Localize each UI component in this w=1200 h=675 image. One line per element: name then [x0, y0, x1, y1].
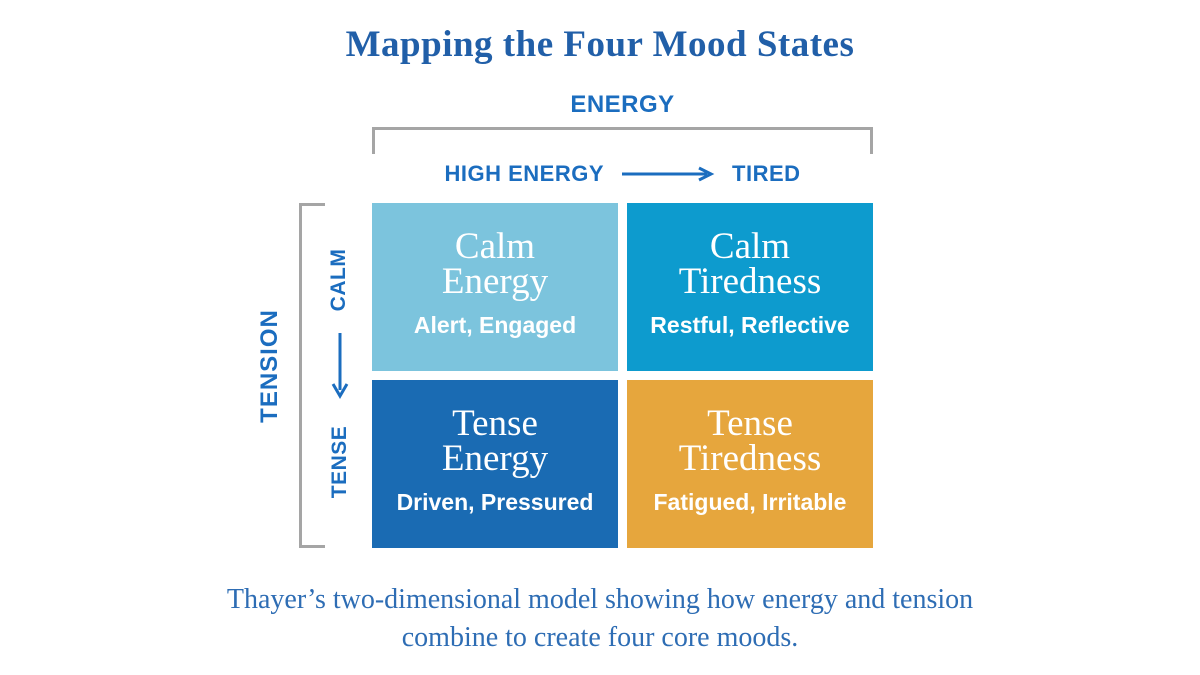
energy-axis-left-label: HIGH ENERGY [444, 161, 605, 186]
quadrant-calm-tiredness: Calm Tiredness Restful, Reflective [627, 203, 873, 371]
mood-quadrant-grid: Calm Energy Alert, Engaged Calm Tirednes… [372, 203, 873, 548]
tension-axis-bracket [299, 203, 325, 548]
energy-axis-right-label: TIRED [732, 161, 801, 186]
energy-axis-title: ENERGY [570, 91, 675, 118]
caption-line-1: Thayer’s two-dimensional model showing h… [226, 584, 974, 615]
quadrant-subtitle: Driven, Pressured [396, 489, 594, 516]
quadrant-tense-tiredness: Tense Tiredness Fatigued, Irritable [627, 380, 873, 548]
down-arrow-icon [331, 331, 349, 401]
tension-axis-bottom-label: TENSE [328, 425, 351, 499]
quadrant-calm-energy: Calm Energy Alert, Engaged [372, 203, 618, 371]
energy-axis-row: HIGH ENERGY TIRED [372, 159, 873, 189]
tension-axis-title: TENSION [256, 309, 283, 423]
quadrant-title: Tense Tiredness [678, 402, 822, 479]
caption-line-2: combine to create four core moods. [401, 621, 799, 653]
page-title: Mapping the Four Mood States [345, 24, 855, 65]
tension-axis-top-label: CALM [327, 248, 350, 312]
quadrant-title: Calm Tiredness [678, 225, 822, 302]
quadrant-title: Calm Energy [441, 225, 549, 302]
right-arrow-icon [620, 166, 716, 182]
caption: Thayer’s two-dimensional model showing h… [0, 581, 1200, 657]
quadrant-tense-energy: Tense Energy Driven, Pressured [372, 380, 618, 548]
quadrant-subtitle: Restful, Reflective [650, 312, 850, 339]
quadrant-subtitle: Fatigued, Irritable [653, 489, 847, 516]
quadrant-title: Tense Energy [441, 402, 549, 479]
energy-axis-bracket [372, 127, 873, 154]
quadrant-subtitle: Alert, Engaged [413, 312, 577, 339]
